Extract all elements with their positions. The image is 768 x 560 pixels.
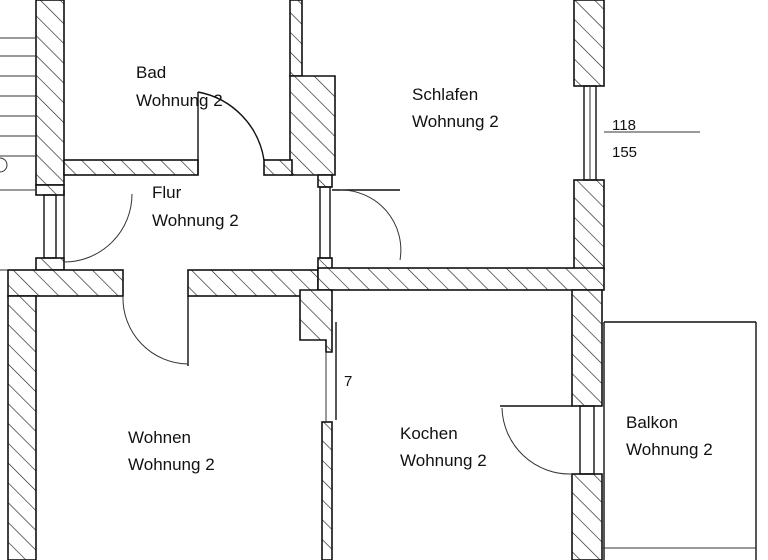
- wall-kitchen-left: [299, 289, 333, 353]
- room-name-bad: Bad: [136, 63, 166, 82]
- wall-bath-right: [289, 0, 303, 77]
- room-unit-balkon: Wohnung 2: [626, 440, 713, 459]
- stair-mark: 7: [344, 373, 352, 390]
- window-height-label: 155: [612, 144, 637, 161]
- wall-bedroom-right-mid: [573, 179, 605, 271]
- wall-corridor-bottom: [7, 269, 124, 297]
- window-width-label: 118: [612, 117, 636, 134]
- room-labels: Bad Wohnung 2 Schlafen Wohnung 2 Flur Wo…: [128, 63, 713, 474]
- balcony-outline: [602, 321, 757, 560]
- wall-corridor-left: [35, 184, 65, 196]
- wall-bath-bottom: [63, 159, 199, 176]
- room-name-flur: Flur: [152, 183, 182, 202]
- room-unit-bad: Wohnung 2: [136, 91, 223, 110]
- room-name-kochen: Kochen: [400, 424, 458, 443]
- room-unit-kochen: Wohnung 2: [400, 451, 487, 470]
- wall-kitchen-left-low: [321, 421, 333, 560]
- walls: [7, 0, 605, 560]
- doors: [63, 91, 573, 475]
- room-name-wohnen: Wohnen: [128, 428, 191, 447]
- wall-bath-corner: [289, 75, 336, 176]
- wall-bedroom-bottom: [317, 267, 605, 291]
- staircase: [0, 37, 36, 271]
- room-name-balkon: Balkon: [626, 413, 678, 432]
- wall-living-left: [7, 295, 37, 560]
- room-unit-flur: Wohnung 2: [152, 211, 239, 230]
- wall-corridor-right: [317, 174, 333, 188]
- windows: [43, 85, 700, 475]
- wall-corridor-bottom-right: [187, 269, 319, 297]
- room-unit-wohnen: Wohnung 2: [128, 455, 215, 474]
- wall-bedroom-right-top: [573, 0, 605, 87]
- wall-bath-bottom-right: [263, 159, 293, 176]
- wall-kitchen-right-low: [571, 473, 603, 560]
- wall-bath-left: [35, 0, 65, 186]
- room-name-schlafen: Schlafen: [412, 85, 478, 104]
- wall-kitchen-right: [571, 289, 603, 407]
- room-unit-schlafen: Wohnung 2: [412, 112, 499, 131]
- wall-corridor-left-low: [35, 257, 65, 271]
